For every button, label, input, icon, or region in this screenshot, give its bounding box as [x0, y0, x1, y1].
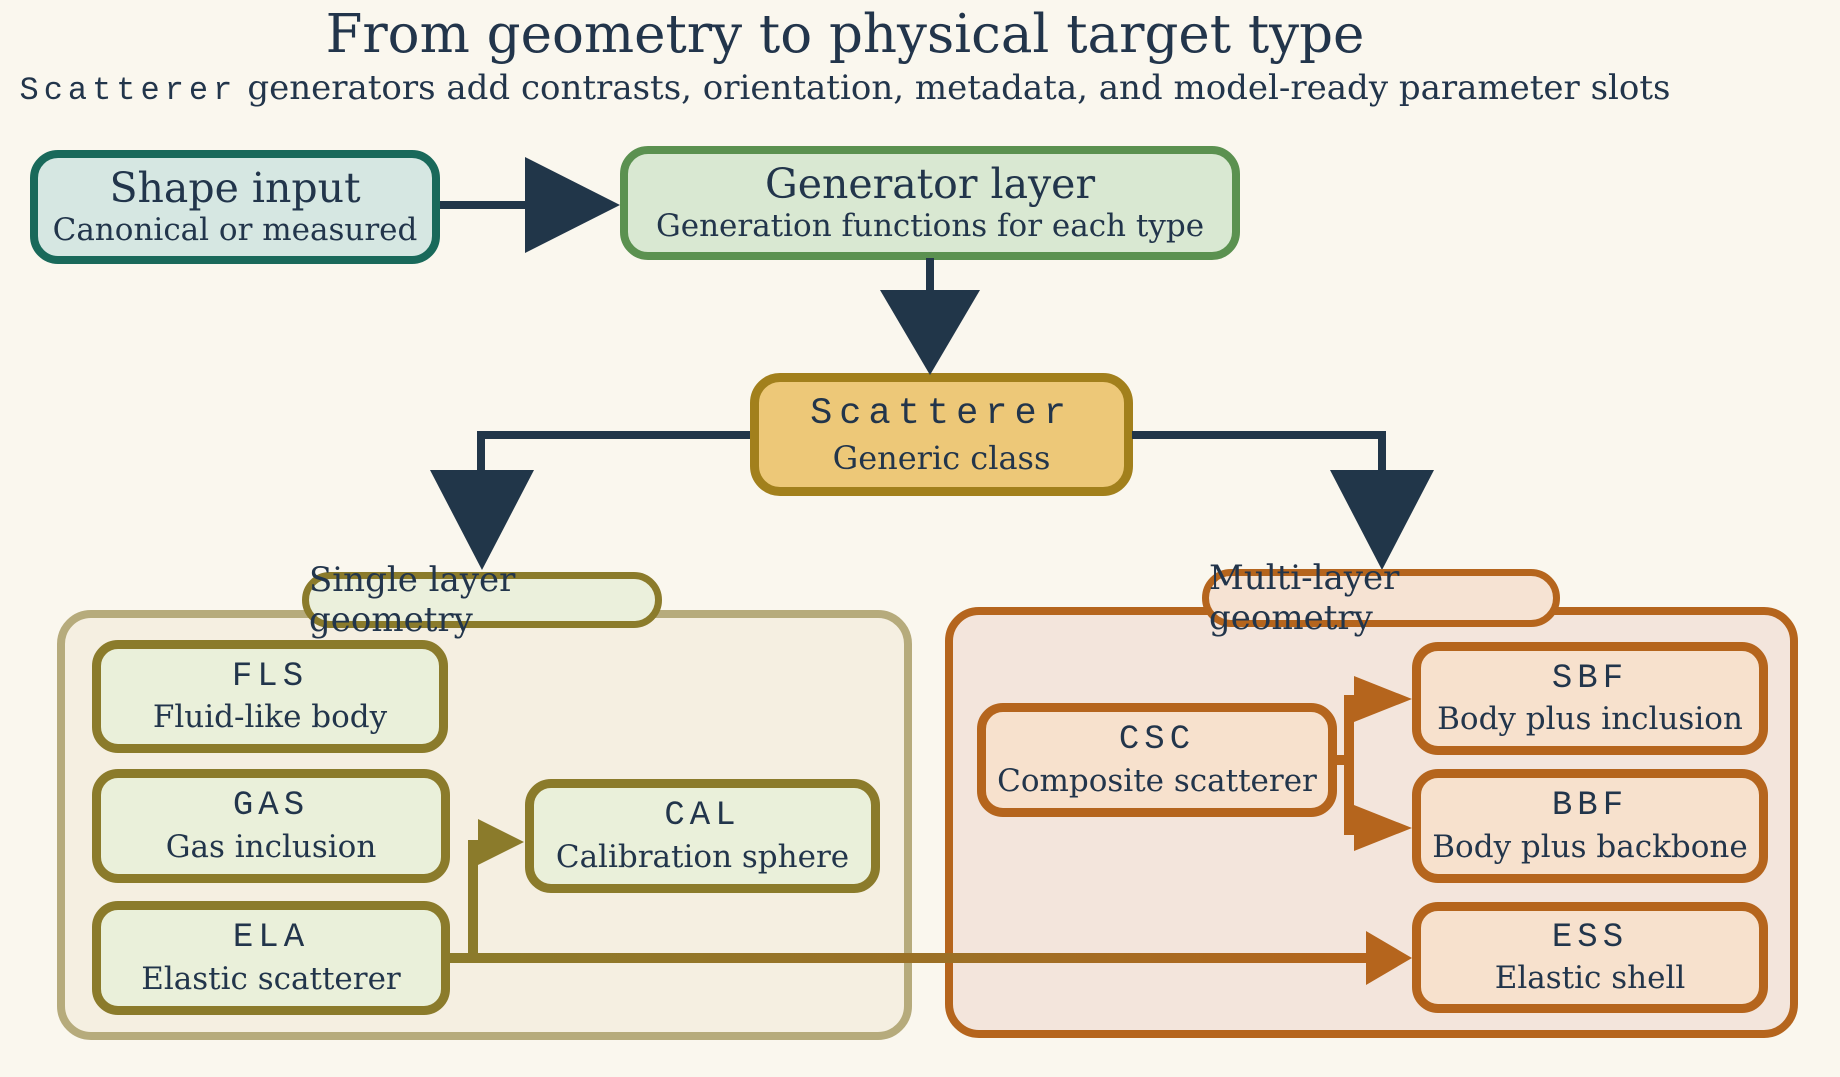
sbf-code: SBF	[1551, 659, 1629, 698]
gas-label: Gas inclusion	[165, 828, 377, 865]
arrow-generator-to-scatterer-head	[880, 290, 980, 375]
bbf-code: BBF	[1551, 787, 1629, 826]
shape-input-title: Shape input	[109, 163, 361, 212]
node-fls: FLS Fluid-like body	[92, 640, 448, 753]
cal-code: CAL	[664, 797, 741, 836]
arrow-shape-to-generator-head	[525, 157, 620, 253]
node-ela: ELA Elastic scatterer	[92, 901, 450, 1015]
gas-code: GAS	[232, 787, 310, 826]
node-gas: GAS Gas inclusion	[92, 769, 450, 883]
csc-bracket-vertical	[1344, 695, 1354, 835]
csc-code: CSC	[1118, 721, 1196, 760]
bbf-label: Body plus backbone	[1432, 828, 1748, 865]
single-layer-geometry-pill: Single layer geometry	[302, 560, 662, 640]
ess-label: Elastic shell	[1494, 960, 1686, 997]
generator-layer-title: Generator layer	[764, 159, 1096, 208]
fls-label: Fluid-like body	[152, 699, 388, 736]
branch-left-vertical-line	[477, 431, 485, 472]
multi-layer-geometry-label: Multi-layer geometry	[1209, 558, 1400, 638]
node-ess: ESS Elastic shell	[1412, 902, 1768, 1013]
node-scatterer: Scatterer Generic class	[750, 373, 1133, 496]
generator-layer-subtitle: Generation functions for each type	[655, 207, 1205, 244]
arrow-generator-to-scatterer-line	[926, 258, 934, 292]
header: From geometry to physical target type Sc…	[0, 4, 1690, 111]
page-title: From geometry to physical target type	[325, 4, 1365, 65]
single-layer-geometry-label: Single layer geometry	[309, 560, 516, 640]
node-csc: CSC Composite scatterer	[977, 703, 1337, 817]
branch-right-horizontal-line	[1132, 431, 1386, 439]
ela-code: ELA	[232, 919, 310, 958]
ela-label: Elastic scatterer	[141, 960, 401, 997]
branch-right-vertical-line	[1378, 431, 1386, 472]
node-cal: CAL Calibration sphere	[525, 779, 880, 893]
multi-layer-geometry-pill: Multi-layer geometry	[1202, 558, 1560, 638]
cal-label: Calibration sphere	[555, 838, 850, 875]
arrow-ela-to-ess-head	[1366, 931, 1412, 985]
node-shape-input: Shape input Canonical or measured	[30, 150, 440, 264]
fls-code: FLS	[231, 657, 309, 696]
ess-code: ESS	[1551, 918, 1629, 957]
arrow-ela-to-cal-head	[478, 819, 524, 865]
arrow-csc-to-bbf-head	[1354, 805, 1412, 851]
branch-right-arrowhead	[1330, 470, 1434, 570]
arrow-ela-to-ess-line	[448, 953, 1366, 963]
node-generator-layer: Generator layer Generation functions for…	[620, 146, 1240, 260]
csc-label: Composite scatterer	[997, 762, 1317, 799]
arrow-shape-to-generator-line	[440, 201, 525, 209]
arrow-csc-to-sbf-head	[1354, 676, 1412, 722]
node-bbf: BBF Body plus backbone	[1412, 769, 1768, 883]
scatterer-title: Scatterer	[810, 393, 1073, 436]
arrow-ela-to-cal-line	[468, 840, 478, 962]
branch-left-arrowhead	[430, 470, 534, 570]
subtitle-code-token: Scatterer	[19, 72, 238, 110]
subtitle-text: generators add contrasts, orientation, m…	[247, 68, 1671, 109]
sbf-label: Body plus inclusion	[1437, 701, 1743, 738]
shape-input-subtitle: Canonical or measured	[52, 211, 418, 248]
scatterer-subtitle: Generic class	[832, 438, 1051, 477]
branch-left-horizontal-line	[477, 431, 750, 439]
node-sbf: SBF Body plus inclusion	[1412, 642, 1768, 755]
